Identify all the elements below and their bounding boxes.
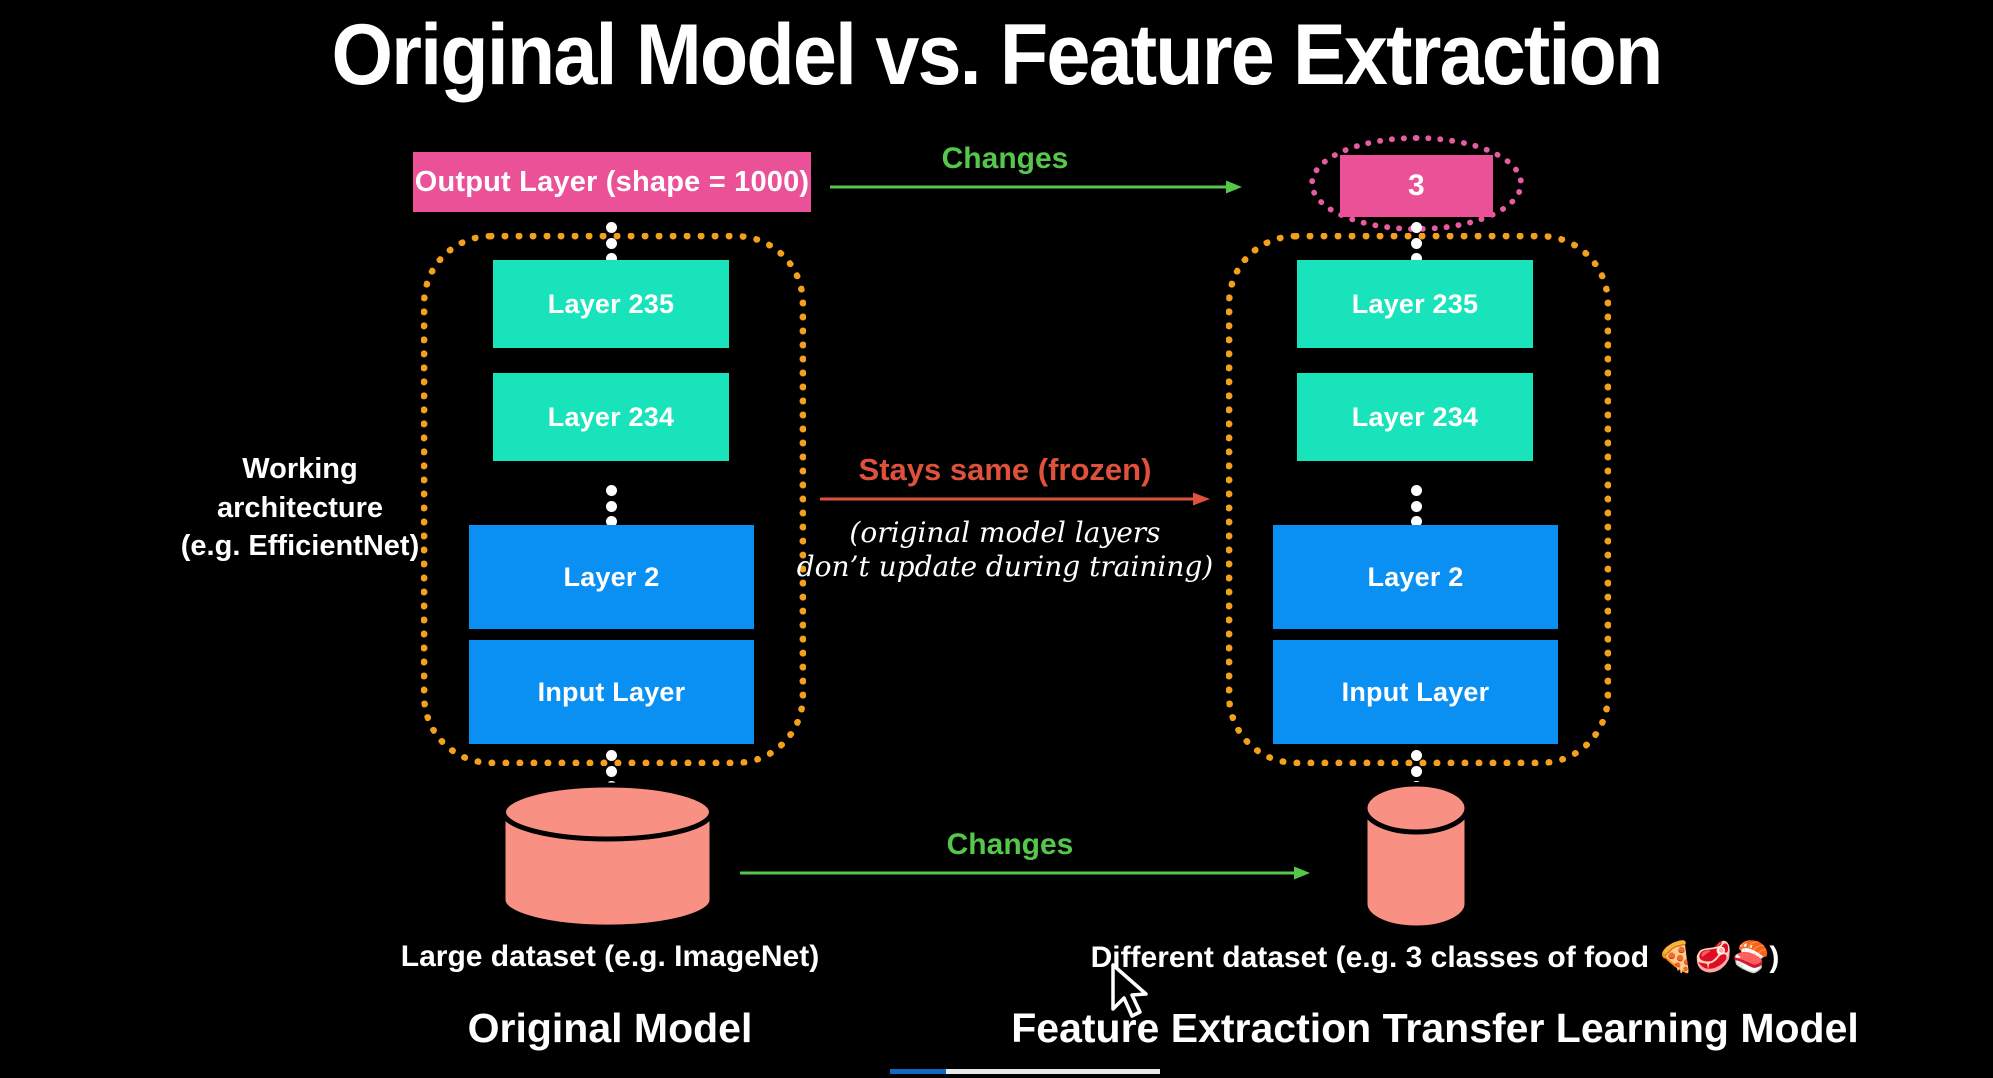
transfer-dataset-cylinder [1362,782,1470,930]
original-layer-2-box: Layer 2 [469,525,754,629]
top-changes-annotation: Changes [760,142,1250,198]
original-connector-dots-top [605,222,617,264]
original-frozen-frame [421,233,806,766]
video-progress-track[interactable] [890,1069,1160,1074]
page-title: Original Model vs. Feature Extraction [331,7,1663,103]
frozen-note-line-1: (original model layers [849,516,1161,549]
transfer-model-name: Feature Extraction Transfer Learning Mod… [1011,1005,1859,1051]
transfer-layer-234-box: Layer 234 [1297,373,1533,461]
working-architecture-line-1: Working [242,453,358,485]
working-architecture-line-3: (e.g. EfficientNet) [180,530,420,563]
bottom-changes-annotation: Changes [700,828,1320,884]
transfer-dataset-caption: Different dataset (e.g. 3 classes of foo… [1090,941,1780,974]
original-output-layer-box: Output Layer (shape = 1000) [413,152,811,212]
transfer-input-layer-box: Input Layer [1273,640,1558,744]
frozen-note-line-2: don’t update during training) [796,550,1214,584]
cylinder-shape [1362,782,1470,930]
frozen-annotation: Stays same (frozen) (original model laye… [790,452,1220,584]
cylinder-shape [500,782,715,930]
bottom-changes-arrow-icon [740,866,1310,880]
original-layer-235-box: Layer 235 [493,260,729,348]
bottom-changes-label: Changes [946,828,1074,861]
original-connector-dots-middle [605,485,617,527]
top-changes-arrow-icon [830,180,1242,194]
stays-same-arrow-icon [820,492,1210,506]
transfer-layer-235-box: Layer 235 [1297,260,1533,348]
cursor-arrow-icon [1111,963,1148,1018]
original-model-name: Original Model [467,1005,753,1051]
transfer-layer-2-box: Layer 2 [1273,525,1558,629]
top-changes-label: Changes [941,142,1069,175]
video-progress-fill [890,1069,946,1074]
working-architecture-line-2: architecture [216,491,383,524]
original-dataset-caption: Large dataset (e.g. ImageNet) [400,940,820,973]
original-input-layer-box: Input Layer [469,640,754,744]
original-layer-234-box: Layer 234 [493,373,729,461]
transfer-frozen-frame [1226,233,1611,766]
transfer-output-layer-box: 3 [1340,155,1493,217]
stays-same-label: Stays same (frozen) [858,452,1152,487]
original-dataset-cylinder [500,782,715,930]
transfer-connector-dots-middle [1410,485,1422,527]
transfer-connector-dots-top [1410,222,1422,264]
working-architecture-note: Working architecture (e.g. EfficientNet) [90,450,510,566]
mouse-cursor [1110,963,1152,1026]
